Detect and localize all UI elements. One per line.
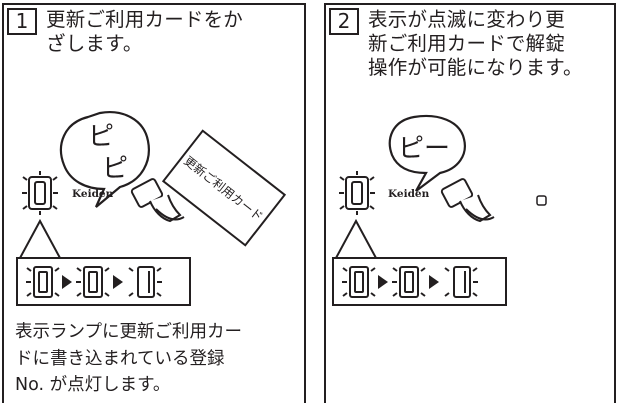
digit-1 [26, 266, 60, 298]
step-2-number: 2 [329, 8, 359, 35]
sound-bubble: ピ ピ [59, 111, 150, 208]
sound-text-2: ピ [102, 154, 128, 184]
sound-text: ピー [398, 134, 450, 164]
sound-text-1: ピ [88, 122, 114, 152]
single-digit-display [22, 171, 58, 215]
arrow-icon [429, 275, 439, 289]
arrow-icon [62, 275, 72, 289]
registration-number-display [16, 257, 191, 306]
arrow-icon [378, 275, 388, 289]
single-digit-display [339, 171, 375, 215]
step-1-panel: 1 更新ご利用カードをか ざします。 ピ ピ 更新ご利用カード Keiden [2, 3, 306, 403]
step-2-panel: 2 表示が点滅に変わり更 新ご利用カードで解錠 操作が可能になります。 ピー K… [324, 3, 616, 403]
reader-hand-icon [440, 178, 495, 223]
digit-3 [128, 266, 162, 298]
reader-hand-icon [130, 178, 185, 223]
brand-logo: Keiden [388, 188, 430, 200]
digit-3 [444, 266, 478, 298]
digit-2 [76, 266, 110, 298]
callout-pointer [19, 218, 61, 259]
status-lamp-icon [536, 195, 547, 206]
arrow-icon [113, 275, 123, 289]
callout-pointer [335, 218, 377, 259]
sound-bubble: ピー [388, 114, 466, 192]
card: 更新ご利用カード [161, 129, 287, 247]
registration-number-display [332, 257, 507, 306]
digit-1 [342, 266, 376, 298]
step-2-title: 表示が点滅に変わり更 新ご利用カードで解錠 操作が可能になります。 [368, 8, 583, 79]
step-1-illustration: ピ ピ 更新ご利用カード Keiden [16, 111, 287, 306]
step-2-illustration: ピー Keiden [332, 114, 547, 306]
step-1-title: 更新ご利用カードをか ざします。 [46, 8, 244, 55]
brand-logo: Keiden [72, 188, 114, 200]
step-1-number: 1 [7, 8, 37, 35]
step-1-footer: 表示ランプに更新ご利用カー ドに書き込まれている登録 No. が点灯します。 [15, 322, 242, 395]
digit-2 [392, 266, 426, 298]
